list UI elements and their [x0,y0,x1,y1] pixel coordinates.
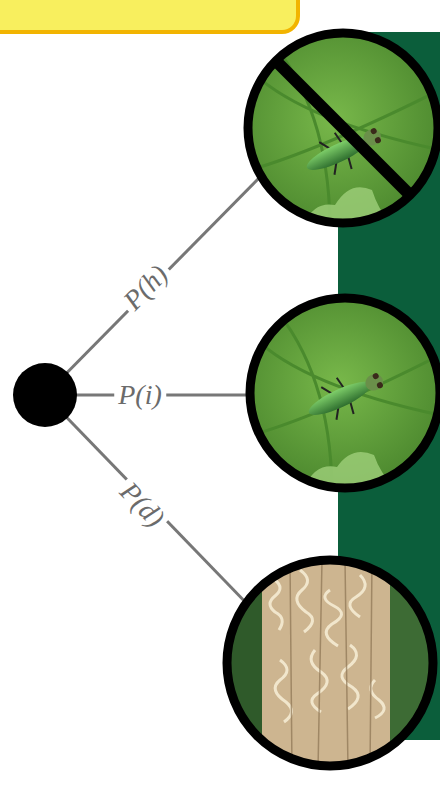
photo-frame [227,560,433,766]
probability-label: P(d) [111,474,173,537]
photo-frame [248,33,438,223]
probability-label: P(i) [114,380,166,411]
cross-out-bar [276,61,410,195]
dead-tree-photo [220,555,440,770]
branch-lines [45,175,262,612]
infested-photo [245,293,440,495]
photo-frame [250,298,440,488]
banner [0,0,298,32]
healthy-photo [240,25,440,235]
probability-label: P(h) [115,257,177,320]
root-dot [13,363,77,427]
